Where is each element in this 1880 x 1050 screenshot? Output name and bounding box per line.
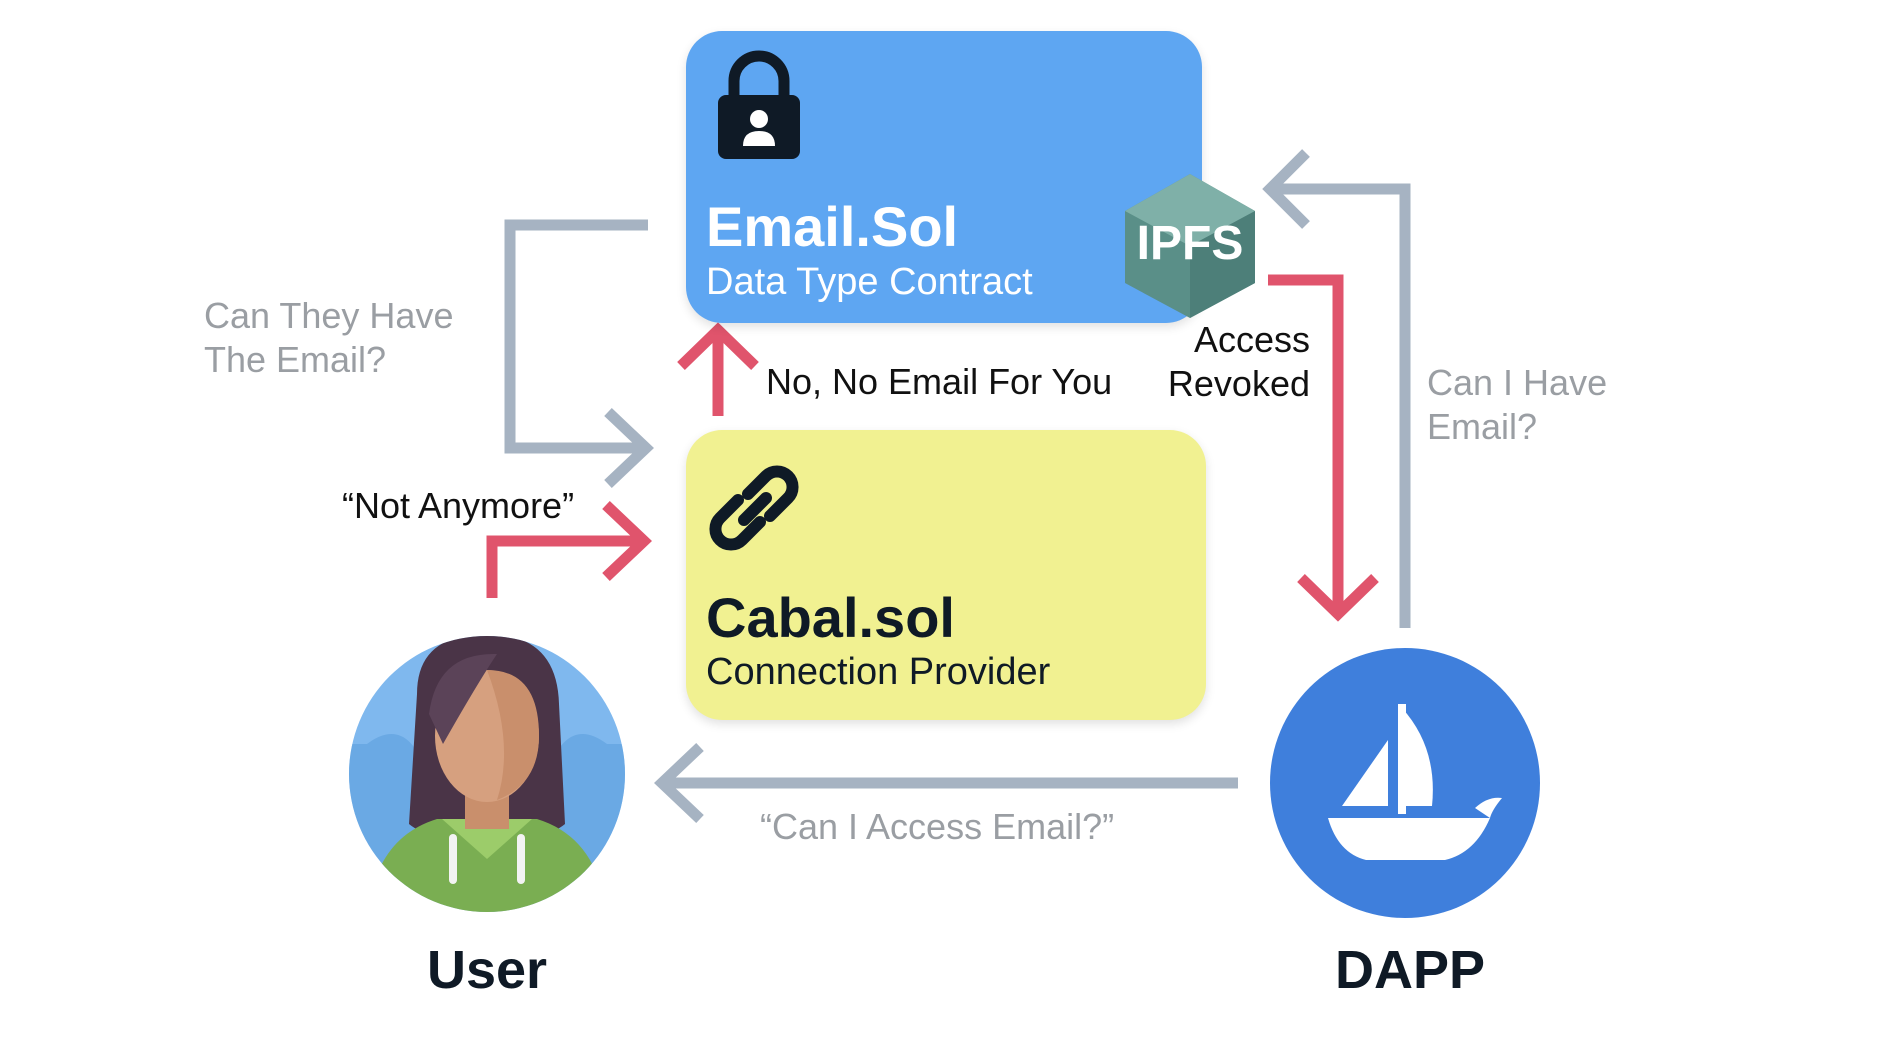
arrow-dapp-to-user-head xyxy=(654,743,704,823)
arrow-user-to-cabal-head xyxy=(602,501,652,581)
chain-link-icon xyxy=(709,465,799,551)
lock-user-icon xyxy=(718,50,800,159)
arrow-email-to-cabal xyxy=(504,219,648,454)
dapp-logo xyxy=(1270,648,1540,918)
cabal-sol-subtitle: Connection Provider xyxy=(706,651,1051,693)
email-sol-subtitle: Data Type Contract xyxy=(706,261,1033,303)
dapp-label: DAPP xyxy=(1335,940,1486,1000)
ipfs-badge: IPFS xyxy=(1123,172,1257,320)
sailboat-icon xyxy=(1270,648,1540,918)
user-label: User xyxy=(427,940,548,1000)
ipfs-text: IPFS xyxy=(1136,217,1244,270)
arrow-dapp-to-email xyxy=(1275,183,1411,628)
label-can-they-have: Can They Have The Email? xyxy=(204,295,454,380)
woman-avatar-icon xyxy=(349,636,625,912)
label-access-revoked: Access Revoked xyxy=(1167,319,1310,404)
label-no-email: No, No Email For You xyxy=(766,361,1113,402)
arrow-user-to-cabal xyxy=(486,535,640,598)
cabal-sol-title: Cabal.sol xyxy=(706,586,955,649)
email-sol-card: Email.Sol Data Type Contract xyxy=(686,31,1202,323)
arrow-cabal-to-email-head xyxy=(677,322,759,370)
arrow-access-revoked-head xyxy=(1297,574,1379,622)
arrow-access-revoked xyxy=(1268,274,1344,610)
label-can-i-access: “Can I Access Email?” xyxy=(760,806,1115,847)
label-not-anymore: “Not Anymore” xyxy=(342,485,575,526)
cabal-sol-card: Cabal.sol Connection Provider xyxy=(686,430,1206,720)
email-sol-title: Email.Sol xyxy=(706,195,959,258)
ipfs-hexagon-icon xyxy=(1125,174,1255,318)
arrow-email-to-cabal-head xyxy=(604,408,654,488)
arrow-dapp-to-email-head xyxy=(1262,149,1310,229)
user-avatar xyxy=(347,624,627,914)
label-can-i-have: Can I Have Email? xyxy=(1427,362,1608,447)
